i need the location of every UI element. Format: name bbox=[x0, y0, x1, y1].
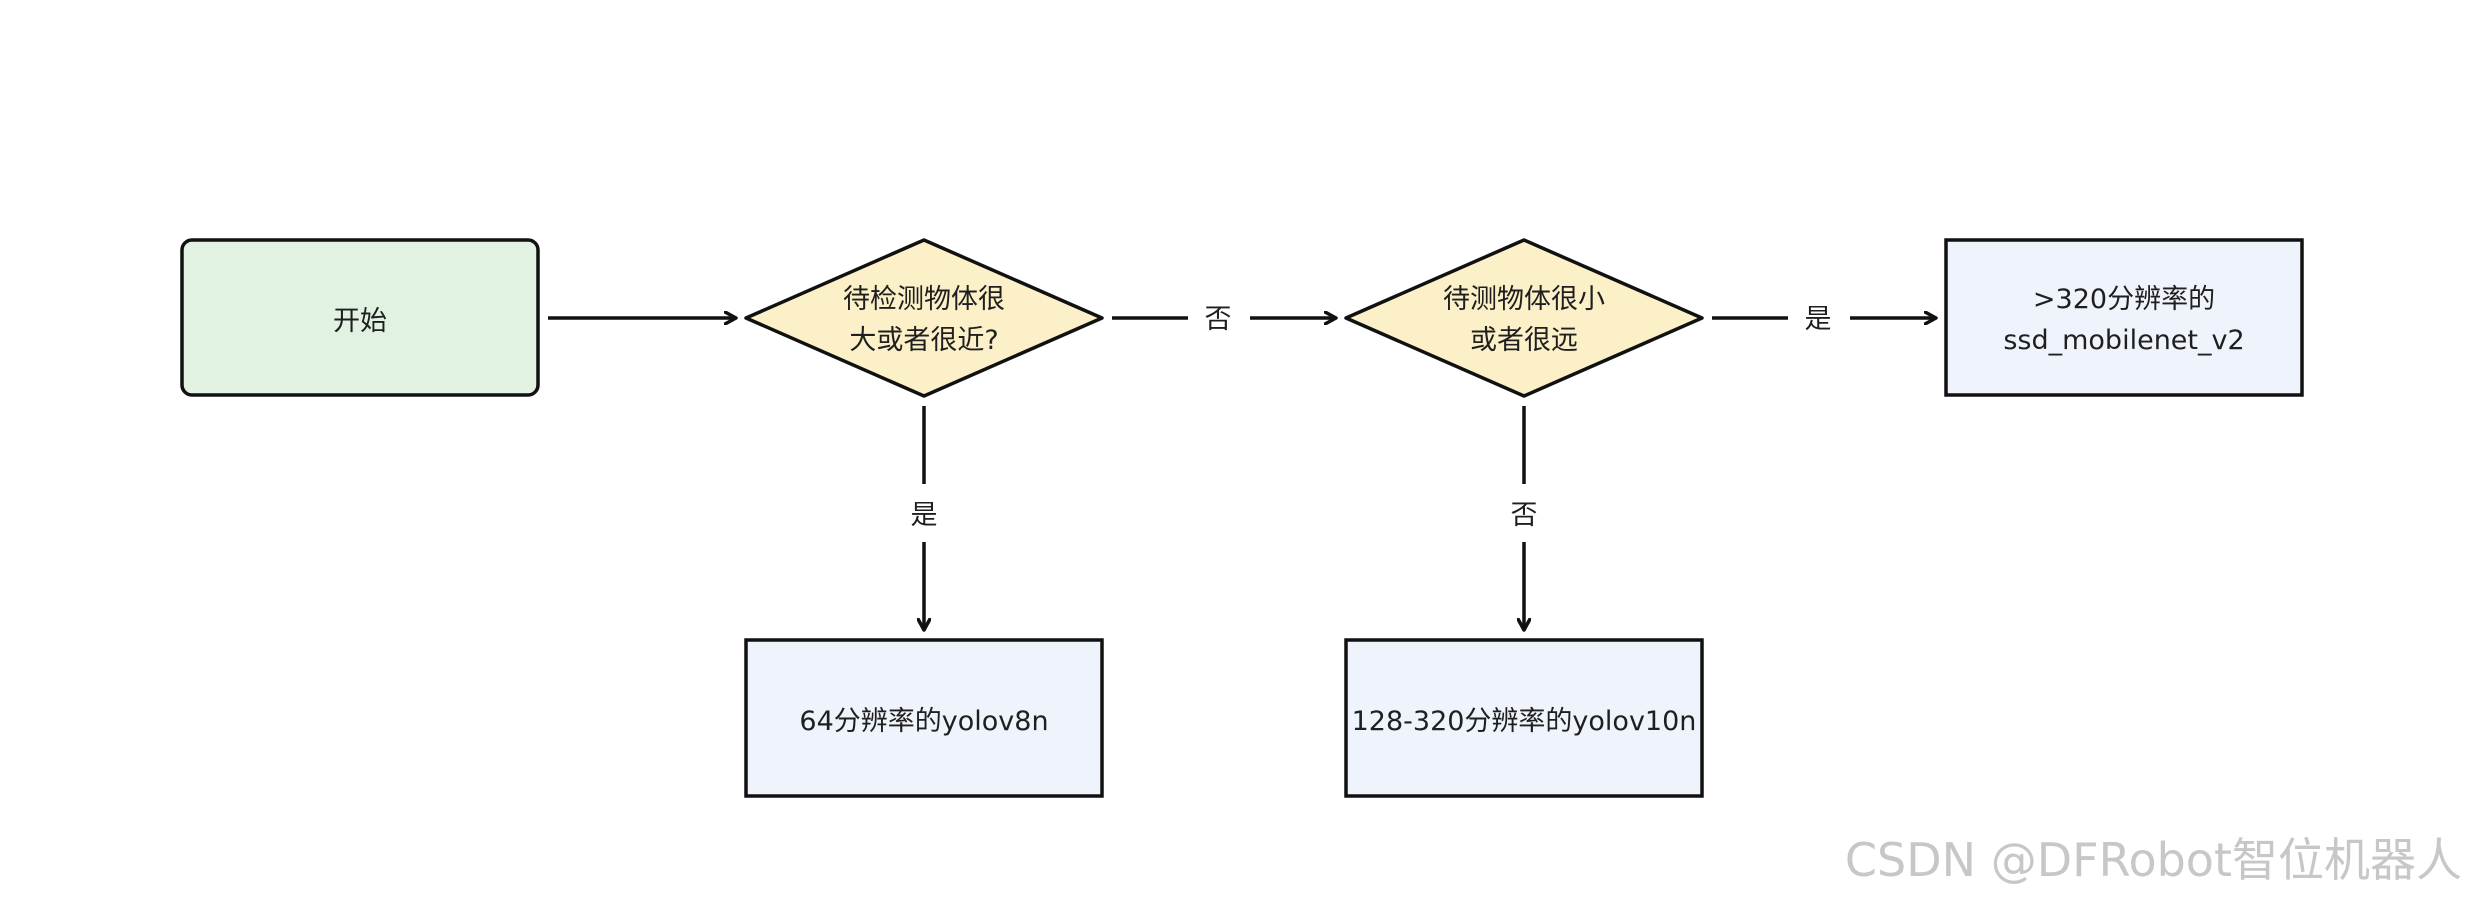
decision1-label-line1: 待检测物体很 bbox=[843, 284, 1005, 315]
edge-label-decision2-yes: 是 bbox=[1805, 304, 1832, 335]
start-node bbox=[180, 238, 540, 397]
watermark-text: CSDN @DFRobot智位机器人 bbox=[1844, 833, 2462, 887]
result-ssd-label-line2: ssd_mobilenet_v2 bbox=[2003, 325, 2244, 356]
decision2-label-line2: 或者很远 bbox=[1470, 325, 1578, 356]
result-yolov10n-label: 128-320分辨率的yolov10n bbox=[1352, 706, 1697, 737]
decision1-label-line2: 大或者很近? bbox=[849, 325, 998, 356]
result-node-yolov10n bbox=[1344, 638, 1704, 798]
edge-label-decision1-no: 否 bbox=[1205, 304, 1232, 335]
edge-label-decision1-yes: 是 bbox=[911, 500, 938, 531]
decision-node-small-or-far bbox=[1344, 238, 1704, 398]
result-node-ssd-mobilenet bbox=[1944, 238, 2304, 397]
result-yolov8n-label: 64分辨率的yolov8n bbox=[799, 706, 1048, 737]
result-node-yolov8n bbox=[744, 638, 1104, 798]
decision-node-large-or-near bbox=[744, 238, 1104, 398]
edge-label-decision2-no: 否 bbox=[1511, 500, 1538, 531]
result-ssd-label-line1: >320分辨率的 bbox=[2033, 284, 2215, 315]
decision2-label-line1: 待测物体很小 bbox=[1443, 284, 1605, 315]
start-label: 开始 bbox=[333, 306, 387, 337]
